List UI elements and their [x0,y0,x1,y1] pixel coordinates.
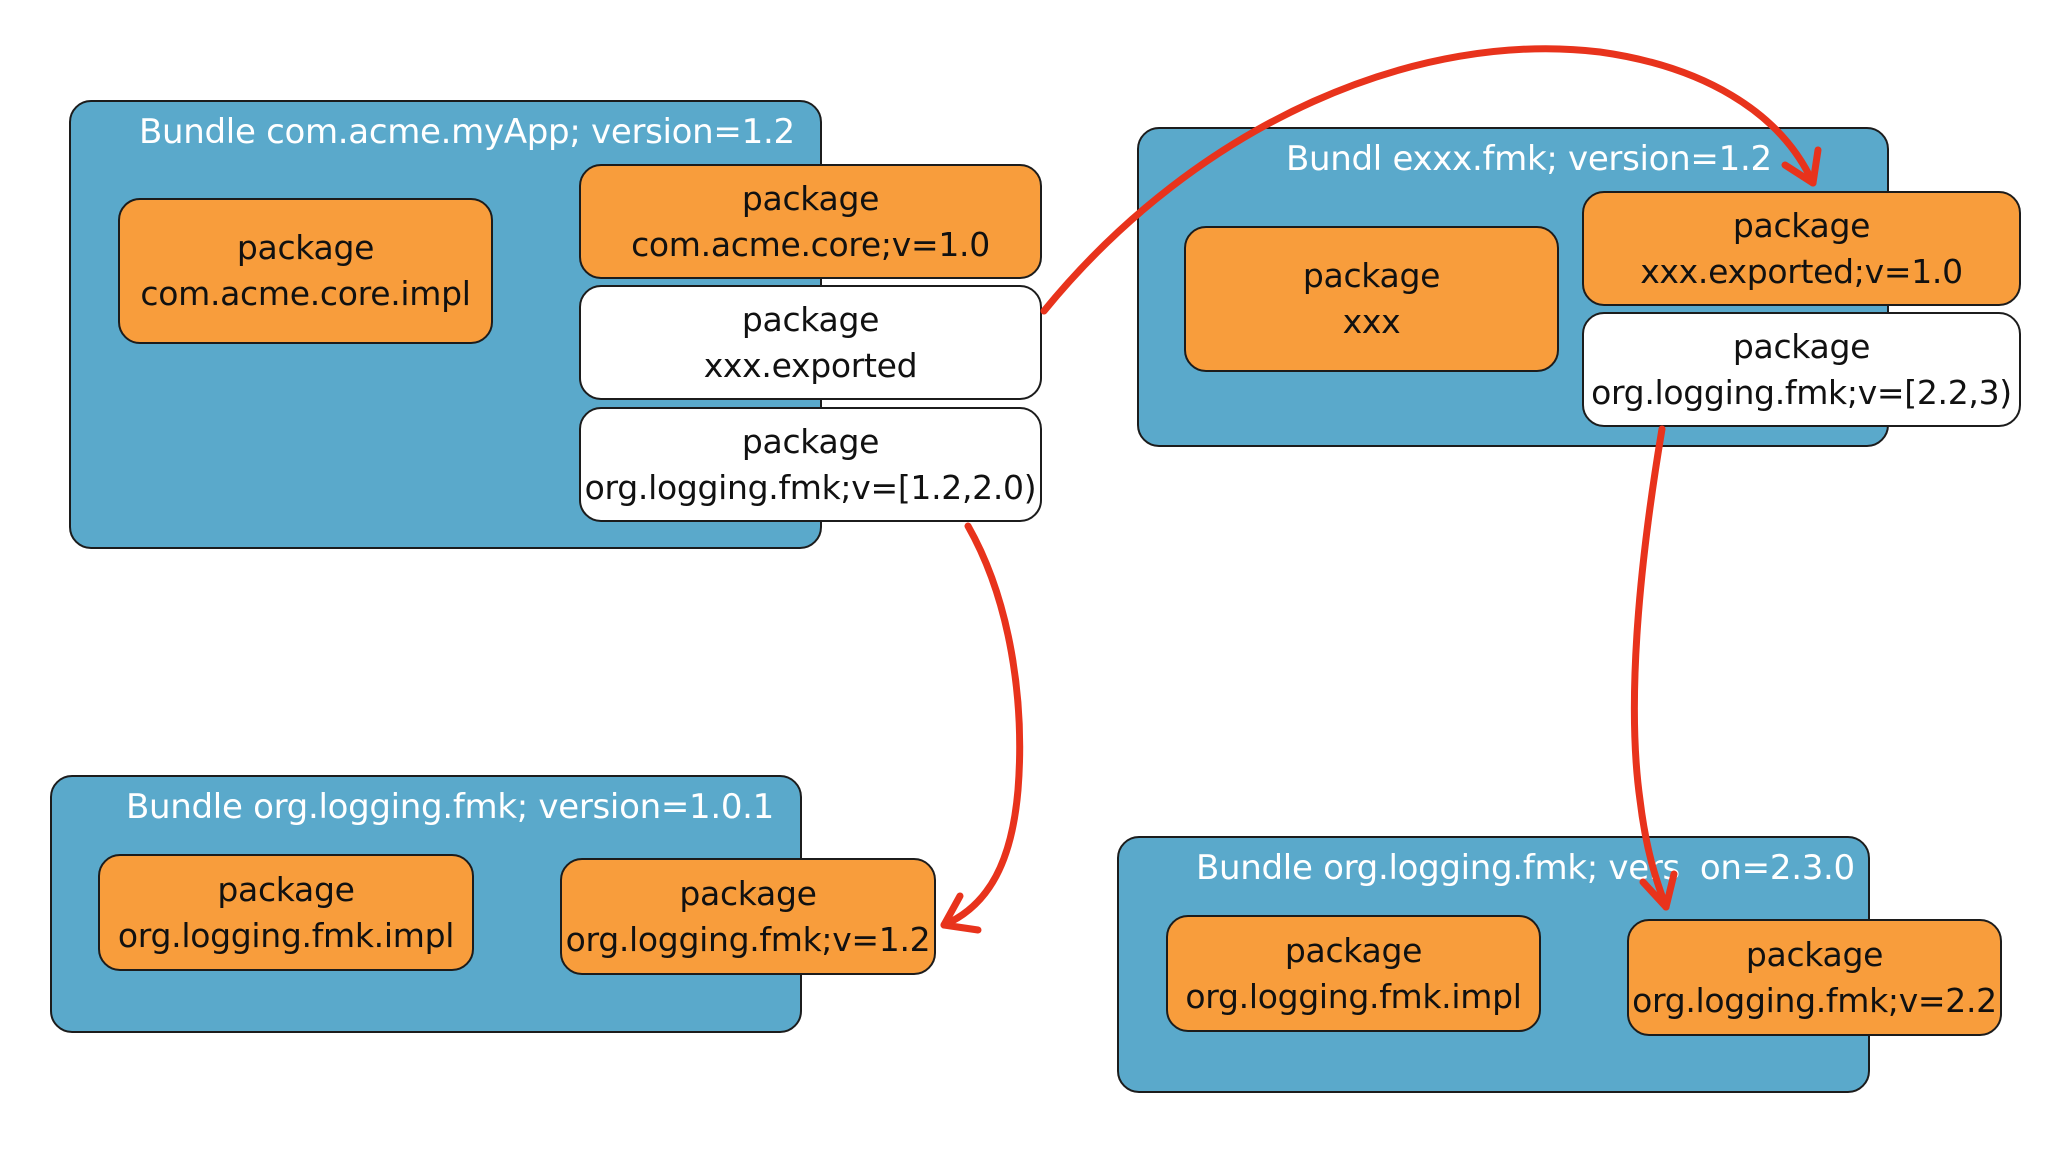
package-org-logging-fmk-2-2: package org.logging.fmk;v=2.2 [1627,919,2002,1036]
package-name: com.acme.core;v=1.0 [631,224,990,264]
package-org-logging-fmk-import: package org.logging.fmk;v=[1.2,2.0) [579,407,1042,522]
bundle-title: Bundl exxx.fmk; version=1.2 [1286,139,1772,179]
package-name: xxx.exported;v=1.0 [1640,251,1963,291]
bundle-title: Bundle org.logging.fmk; vers on=2.3.0 [1196,848,1855,888]
package-label: package [679,873,817,913]
package-org-logging-fmk-impl-2: package org.logging.fmk.impl [1166,915,1541,1032]
package-label: package [1732,205,1871,245]
package-name: org.logging.fmk;v=2.2 [1632,980,1997,1020]
package-name: org.logging.fmk.impl [117,915,455,955]
bundle-title-part: on=2.3.0 [1699,848,1855,888]
package-name: org.logging.fmk;v=[1.2,2.0) [584,467,1037,507]
package-label: package [741,299,880,339]
package-com-acme-core-impl: package com.acme.core.impl [118,198,493,344]
package-xxx-exported-export: package xxx.exported;v=1.0 [1582,191,2021,306]
package-org-logging-fmk-import-2: package org.logging.fmk;v=[2.2,3) [1582,312,2021,427]
package-xxx: package xxx [1184,226,1559,372]
package-xxx-exported-import: package xxx.exported [579,285,1042,400]
package-name: xxx.exported [703,345,918,385]
arrow-head-logging-1-2 [940,892,982,934]
package-label: package [1745,934,1884,974]
bundle-title: Bundle com.acme.myApp; version=1.2 [139,112,795,152]
package-label: package [741,178,880,218]
bundle-title: Bundle org.logging.fmk; version=1.0.1 [126,787,775,827]
arrow-logging-1-2 [940,522,1024,929]
bundle-title-part: Bundle org.logging.fmk; vers [1196,848,1680,888]
package-name: org.logging.fmk.impl [1185,976,1522,1016]
package-org-logging-fmk-impl: package org.logging.fmk.impl [98,854,474,971]
package-label: package [741,421,880,461]
package-label: package [1732,326,1871,366]
package-label: package [1284,930,1423,970]
package-label: package [236,228,375,267]
package-label: package [1302,256,1441,295]
package-name: com.acme.core.impl [140,274,471,313]
package-org-logging-fmk-1-2: package org.logging.fmk;v=1.2 [560,858,936,975]
package-label: package [217,869,355,909]
package-com-acme-core: package com.acme.core;v=1.0 [579,164,1042,279]
package-name: xxx [1342,302,1401,341]
package-name: org.logging.fmk;v=[2.2,3) [1591,372,2012,412]
package-name: org.logging.fmk;v=1.2 [565,919,931,959]
